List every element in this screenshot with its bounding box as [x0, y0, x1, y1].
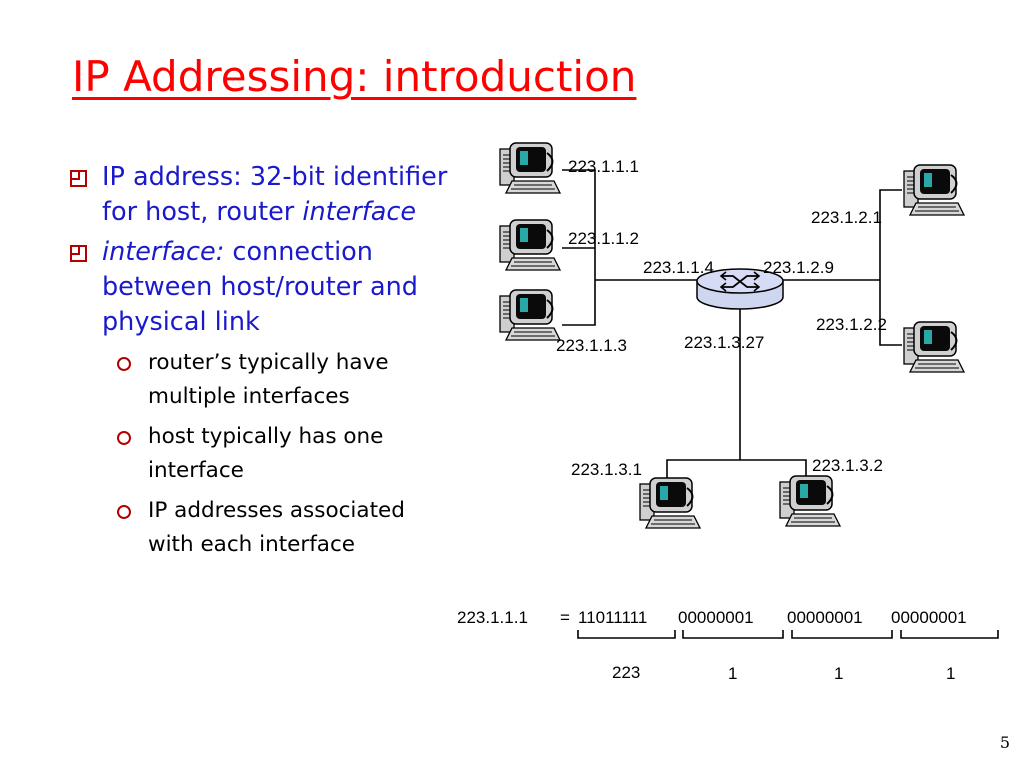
bullet-marker-icon — [70, 170, 87, 187]
network-links — [562, 169, 902, 480]
host-computer-icon — [499, 142, 561, 194]
binary-equals: = — [560, 608, 570, 627]
host-computer-icon — [499, 219, 561, 271]
addr-label: 223.1.3.27 — [684, 333, 764, 352]
bullet-text: connection between host/router and physi… — [102, 237, 418, 337]
binary-octet: 00000001 — [787, 608, 863, 627]
bullet-text-italic: interface: — [102, 237, 225, 267]
address-labels: 223.1.1.1 223.1.1.2 223.1.1.3 223.1.1.4 … — [556, 157, 887, 479]
octet-decimal: 1 — [728, 664, 737, 683]
binary-octet: 00000001 — [891, 608, 967, 627]
binary-octet: 00000001 — [678, 608, 754, 627]
binary-breakdown: 223.1.1.1 = 11011111 00000001 00000001 0… — [457, 608, 999, 683]
host-computer-icon — [779, 475, 841, 527]
host-computer-icon — [903, 164, 965, 216]
addr-label: 223.1.1.1 — [568, 157, 639, 176]
host-computer-icon — [499, 289, 561, 341]
router-icon — [696, 268, 784, 310]
sub-bullet-text: IP addresses associated with each interf… — [148, 498, 405, 557]
addr-label: 223.1.2.2 — [816, 315, 887, 334]
sub-bullet-text: host typically has one interface — [148, 424, 384, 483]
sub-bullet: host typically has one interface — [62, 420, 452, 488]
slide-number: 5 — [999, 733, 1010, 752]
bullet-text: IP address: 32-bit identifier for host, … — [102, 162, 448, 227]
addr-label: 223.1.2.1 — [811, 208, 882, 227]
slide-title: IP Addressing: introduction — [72, 52, 637, 101]
sub-bullet-marker-icon — [117, 357, 131, 371]
octet-decimal: 1 — [834, 664, 843, 683]
octet-decimal: 1 — [946, 664, 955, 683]
bullet-list: IP address: 32-bit identifier for host, … — [62, 160, 452, 568]
addr-label: 223.1.1.2 — [568, 229, 639, 248]
sub-bullet: router’s typically have multiple interfa… — [62, 346, 452, 414]
binary-address: 223.1.1.1 — [457, 608, 528, 627]
sub-bullet-marker-icon — [117, 431, 131, 445]
sub-bullet: IP addresses associated with each interf… — [62, 494, 452, 562]
bullet-text-italic: interface — [302, 197, 417, 227]
sub-bullet-list: router’s typically have multiple interfa… — [62, 346, 452, 562]
addr-label: 223.1.3.1 — [571, 460, 642, 479]
bullet-ip-address: IP address: 32-bit identifier for host, … — [62, 160, 452, 230]
octet-decimal: 223 — [612, 663, 640, 682]
addr-label: 223.1.2.9 — [763, 258, 834, 277]
addr-label: 223.1.1.4 — [643, 258, 714, 277]
octet-brackets — [577, 630, 999, 639]
addr-label: 223.1.1.3 — [556, 336, 627, 355]
sub-bullet-text: router’s typically have multiple interfa… — [148, 350, 389, 409]
bullet-interface: interface: connection between host/route… — [62, 235, 452, 340]
host-computer-icon — [903, 321, 965, 373]
sub-bullet-marker-icon — [117, 505, 131, 519]
bullet-marker-icon — [70, 245, 87, 262]
host-computer-icon — [639, 477, 701, 529]
binary-octet: 11011111 — [578, 608, 647, 627]
addr-label: 223.1.3.2 — [812, 456, 883, 475]
